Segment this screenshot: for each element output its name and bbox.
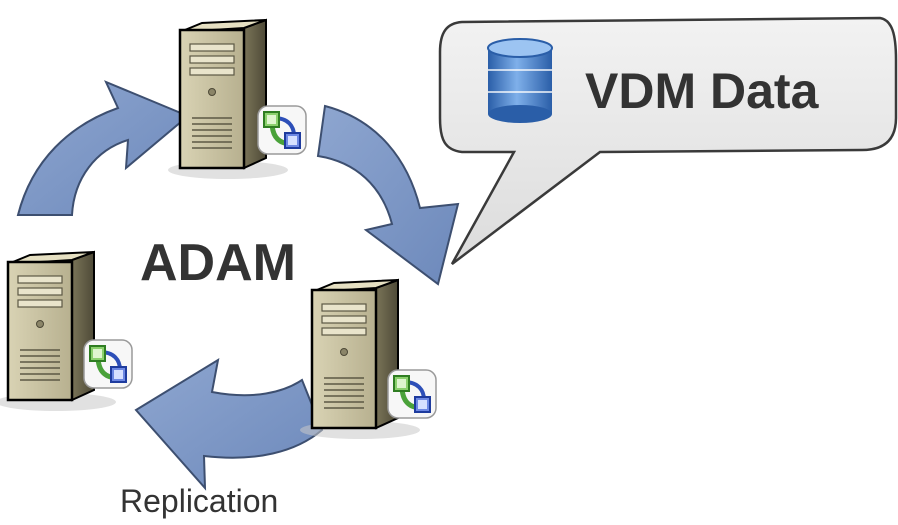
arrow-right-to-left [134,357,324,491]
vdm-data-callout: VDM Data [438,16,898,265]
server-right [298,278,436,441]
replication-arrows [16,80,460,491]
arrow-left-to-top [16,80,190,216]
server-top [166,18,306,181]
server-left [0,250,132,413]
replication-label: Replication [120,483,278,519]
adam-badge-icon [84,340,132,388]
arrow-top-to-right [316,104,460,286]
adam-badge-icon [388,370,436,418]
adam-badge-icon [258,106,306,154]
database-icon [487,38,553,123]
callout-label: VDM Data [585,63,820,119]
center-label: ADAM [140,234,296,292]
